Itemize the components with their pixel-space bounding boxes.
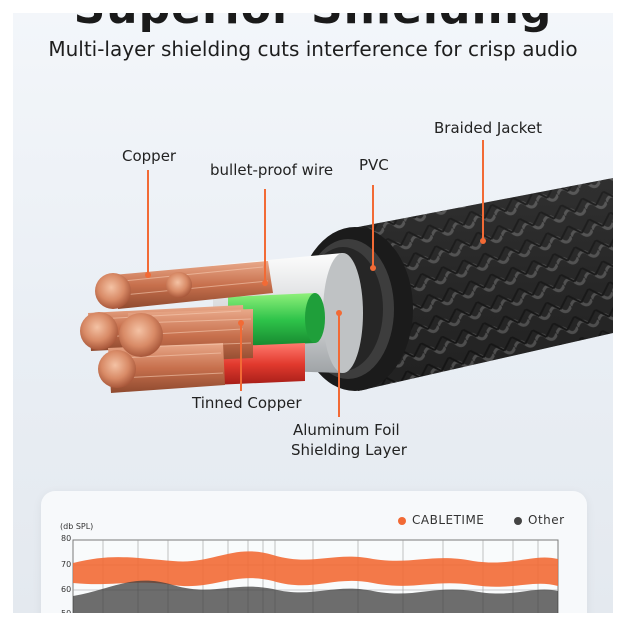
- label-braided-jacket: Braided Jacket: [434, 119, 542, 137]
- series-other-band: [73, 580, 558, 613]
- y-tick-70: 70: [61, 560, 72, 569]
- legend-dot-cabletime: [398, 516, 406, 525]
- cable-illustration: [80, 140, 613, 417]
- headline: Superior Shielding: [13, 13, 613, 34]
- label-aluminum-foil: Aluminum Foil: [293, 421, 400, 439]
- y-axis-label: (db SPL): [60, 522, 94, 531]
- legend-label-cabletime: CABLETIME: [412, 513, 485, 527]
- product-image: Superior Shielding Multi-layer shielding…: [13, 13, 613, 613]
- label-copper: Copper: [122, 147, 177, 165]
- legend-label-other: Other: [528, 513, 565, 527]
- legend-dot-other: [514, 516, 522, 525]
- y-tick-60: 60: [61, 585, 72, 594]
- y-tick-50: 50: [61, 609, 71, 613]
- legend-cabletime: CABLETIME: [398, 513, 484, 527]
- subtitle: Multi-layer shielding cuts interference …: [48, 37, 578, 61]
- label-pvc: PVC: [359, 156, 389, 174]
- label-tinned-copper: Tinned Copper: [192, 394, 302, 412]
- spl-chart: [72, 539, 559, 613]
- label-shielding-layer: Shielding Layer: [291, 441, 407, 459]
- legend-other: Other: [514, 513, 565, 527]
- series-cabletime-band: [73, 551, 558, 587]
- y-tick-80: 80: [61, 534, 72, 543]
- label-bulletproof-wire: bullet-proof wire: [210, 161, 334, 179]
